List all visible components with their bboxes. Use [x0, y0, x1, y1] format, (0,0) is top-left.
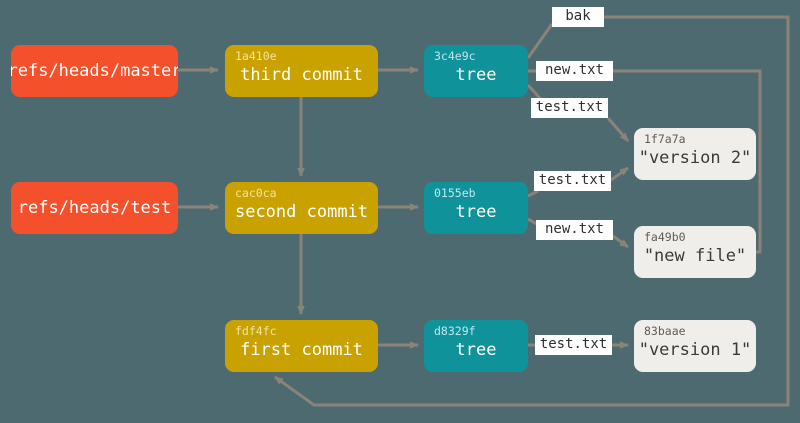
blob-fa49b0-sha: fa49b0: [644, 230, 686, 244]
commit-third-label: third commit: [240, 65, 363, 85]
ref-master-label: refs/heads/master: [11, 61, 178, 81]
edge-newtxt-mid-to-blob-newfile: [612, 234, 629, 249]
edge-label-test-txt-top: test.txt: [531, 98, 608, 118]
edge-label-bak: bak: [552, 7, 604, 27]
commit-second-sha: cac0ca: [235, 186, 277, 200]
ref-node-test[interactable]: refs/heads/test: [11, 182, 178, 234]
blob-node-fa49b0[interactable]: fa49b0 "new file": [634, 226, 756, 278]
blob-1f7a7a-label: "version 2": [638, 148, 752, 168]
blob-node-1f7a7a[interactable]: 1f7a7a "version 2": [634, 128, 756, 180]
ref-test-label: refs/heads/test: [17, 198, 172, 218]
tree-node-3c4e9c[interactable]: 3c4e9c tree: [424, 45, 528, 97]
edge-label-new-txt-top: new.txt: [536, 61, 613, 81]
edge-bak-to-tree-d8329f: [274, 15, 790, 407]
edge-tree0155eb-testtxt-stub: [527, 189, 539, 198]
commit-first-label: first commit: [240, 340, 363, 360]
tree-node-0155eb[interactable]: 0155eb tree: [424, 182, 528, 234]
ref-node-master[interactable]: refs/heads/master: [11, 45, 178, 97]
commit-first-sha: fdf4fc: [235, 324, 277, 338]
tree-0155eb-label: tree: [455, 202, 497, 222]
tree-3c4e9c-label: tree: [455, 65, 497, 85]
edge-label-test-txt-bottom: test.txt: [535, 335, 612, 355]
tree-d8329f-sha: d8329f: [434, 324, 476, 338]
tree-d8329f-label: tree: [455, 340, 497, 360]
edge-label-new-txt-mid: new.txt: [536, 220, 613, 240]
edge-tree3c4e9c-bak-stub: [526, 23, 554, 59]
edge-testtxt-to-blob-version2: [606, 117, 630, 142]
commit-node-third[interactable]: 1a410e third commit: [225, 45, 378, 97]
blob-83baae-sha: 83baae: [644, 324, 686, 338]
tree-3c4e9c-sha: 3c4e9c: [434, 49, 476, 63]
tree-node-d8329f[interactable]: d8329f tree: [424, 320, 528, 372]
blob-1f7a7a-sha: 1f7a7a: [644, 132, 686, 146]
edge-label-test-txt-mid: test.txt: [534, 171, 611, 191]
edge-testtxt-mid-to-blob-version2: [610, 166, 629, 182]
blob-83baae-label: "version 1": [638, 340, 752, 360]
commit-third-sha: 1a410e: [235, 49, 277, 63]
blob-fa49b0-label: "new file": [643, 246, 747, 266]
blob-node-83baae[interactable]: 83baae "version 1": [634, 320, 756, 372]
tree-0155eb-sha: 0155eb: [434, 186, 476, 200]
commit-second-label: second commit: [234, 202, 369, 222]
commit-node-second[interactable]: cac0ca second commit: [225, 182, 378, 234]
commit-node-first[interactable]: fdf4fc first commit: [225, 320, 378, 372]
